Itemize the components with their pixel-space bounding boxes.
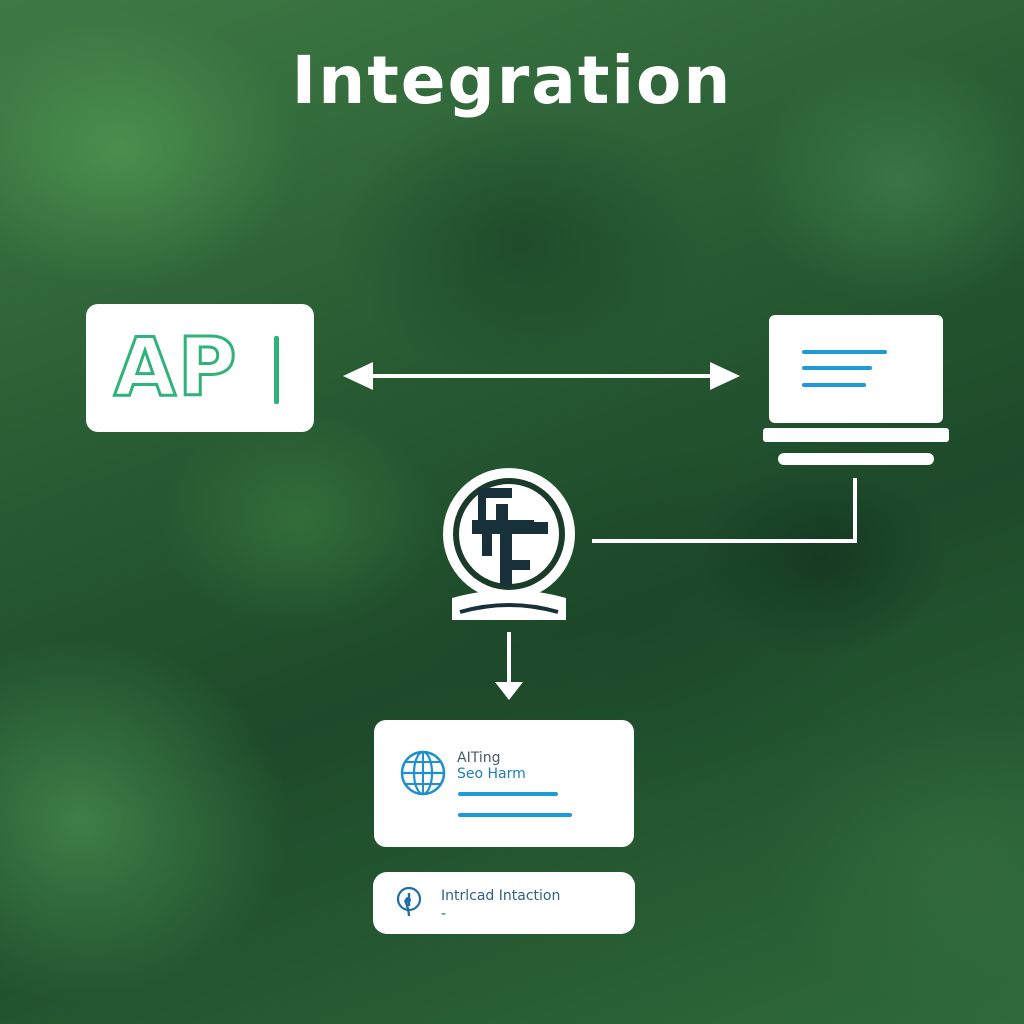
info-card: Intrlcad Intaction - [373,872,635,934]
api-logo: AP [113,321,239,414]
api-cursor-bar [274,336,279,404]
info-dash: - [441,906,447,922]
laptop-base [763,428,949,442]
result-card: AITing Seo Harm [374,720,634,847]
globe-icon [400,750,446,796]
result-title: AITing [457,750,501,766]
location-pin-icon [396,886,422,917]
laptop-stand [778,453,934,465]
gear-machine-icon [443,468,575,620]
laptop-screen-line [802,350,887,354]
diagram-title: Integration [291,42,733,119]
laptop-icon [769,315,943,423]
laptop-to-machine-line [592,478,857,543]
result-bar [458,813,572,817]
result-subtitle: Seo Harm [457,766,526,782]
laptop-screen-line [802,366,872,370]
down-arrow [495,632,523,700]
info-label: Intrlcad Intaction [441,888,561,904]
laptop-screen-line [802,383,866,387]
result-bar [458,792,558,796]
bidirectional-arrow [343,362,740,390]
